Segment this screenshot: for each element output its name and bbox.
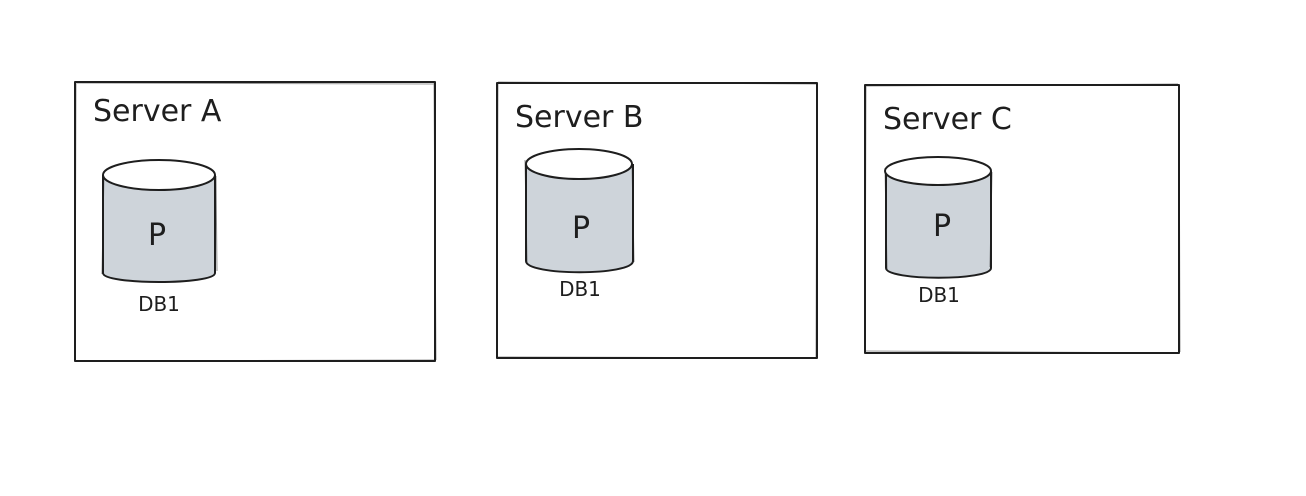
cylinder-body [102, 175, 216, 283]
database-role-letter: P [572, 211, 590, 246]
server-b-database-label: DB1 [559, 277, 601, 301]
server-a-node[interactable]: Server A P DB1 [74, 81, 437, 362]
server-c-database-label: DB1 [918, 283, 960, 307]
server-c-node[interactable]: Server C P DB1 [864, 83, 1181, 354]
server-c-title: Server C [883, 102, 1012, 137]
server-a-box [74, 81, 436, 362]
server-b-node[interactable]: Server B P DB1 [496, 81, 818, 359]
database-role-letter: P [148, 218, 166, 253]
server-b-box [496, 82, 818, 359]
server-a-database-label: DB1 [138, 292, 180, 316]
server-a-database-cylinder[interactable]: P [101, 159, 218, 283]
cylinder-top [102, 159, 216, 191]
database-role-letter: P [933, 209, 951, 244]
server-b-title: Server B [515, 100, 644, 135]
server-c-database-cylinder[interactable]: P [884, 156, 993, 279]
server-a-title: Server A [93, 94, 222, 129]
server-b-database-cylinder[interactable]: P [524, 148, 635, 274]
cylinder-body [525, 164, 634, 274]
cylinder-top [884, 156, 992, 186]
server-c-box [864, 84, 1180, 354]
cylinder-top [525, 148, 633, 180]
cylinder-body [885, 171, 992, 279]
